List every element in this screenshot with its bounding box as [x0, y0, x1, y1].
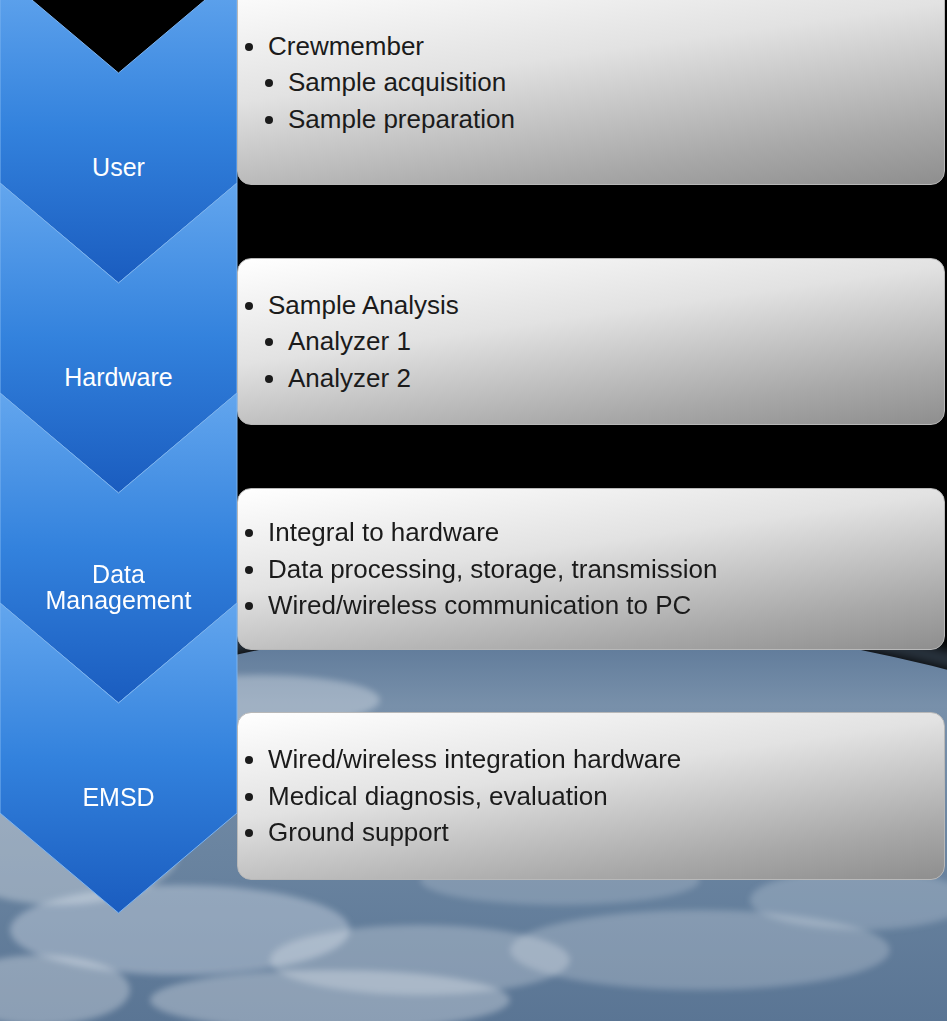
step-label: Data Management [24, 561, 214, 614]
bullet-panel: Wired/wireless integration hardwareMedic… [237, 712, 945, 880]
bullet-item: Ground support [268, 814, 936, 850]
bullet-item: Integral to hardware [268, 514, 936, 550]
bullet-panel: CrewmemberSample acquisitionSample prepa… [237, 0, 945, 185]
sub-bullet: Sample preparation [288, 101, 936, 137]
chevron-outline [0, 603, 237, 913]
bullet-item: Wired/wireless integration hardware [268, 741, 936, 777]
sub-bullet: Analyzer 2 [288, 360, 936, 396]
bullet-list: CrewmemberSample acquisitionSample prepa… [238, 28, 944, 137]
step-label: EMSD [24, 784, 214, 810]
step-label: User [24, 154, 214, 180]
bullet-item: Medical diagnosis, evaluation [268, 778, 936, 814]
chevron-step: EMSD [0, 603, 237, 913]
step-label: Hardware [24, 364, 214, 390]
bullet-list: Integral to hardwareData processing, sto… [238, 514, 944, 623]
bullet-list: Sample AnalysisAnalyzer 1Analyzer 2 [238, 287, 944, 396]
bullet-list: Wired/wireless integration hardwareMedic… [238, 741, 944, 850]
bullet-panel: Integral to hardwareData processing, sto… [237, 488, 945, 650]
bullet-item: Sample Analysis [268, 287, 936, 323]
chevron-shape [0, 603, 237, 913]
sub-bullet: Analyzer 1 [288, 323, 936, 359]
sub-bullet: Sample acquisition [288, 64, 936, 100]
bullet-item: Wired/wireless communication to PC [268, 587, 936, 623]
bullet-panel: Sample AnalysisAnalyzer 1Analyzer 2 [237, 258, 945, 425]
bullet-item: Data processing, storage, transmission [268, 551, 936, 587]
bullet-item: Crewmember [268, 28, 936, 64]
